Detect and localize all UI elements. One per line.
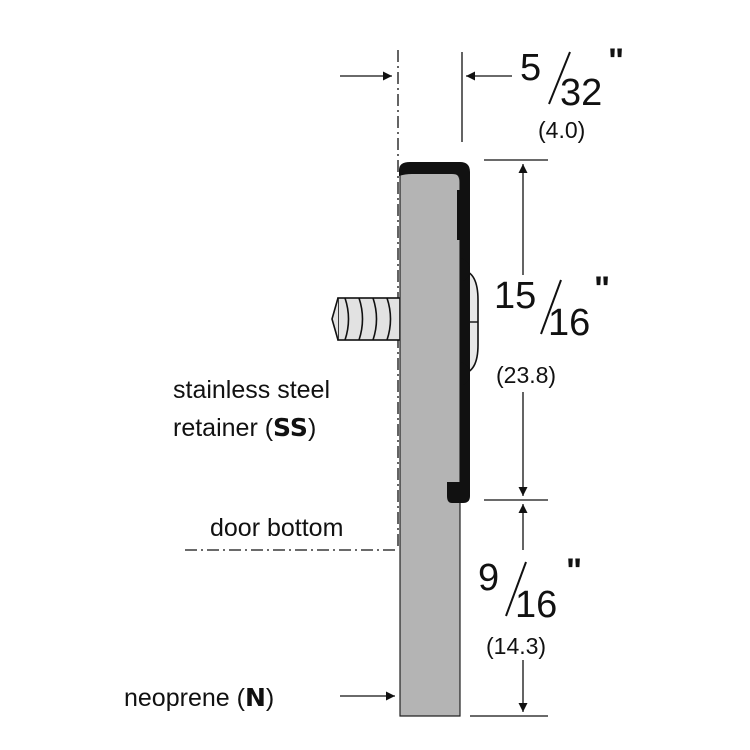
- screw: [331, 297, 401, 341]
- label-neoprene: neoprene (N): [124, 683, 274, 712]
- retainer-bead-lower: [461, 362, 470, 386]
- label-retainer-line1: stainless steel: [173, 376, 330, 404]
- dim-retainer-height-denominator: 16: [548, 302, 590, 344]
- screw-threads: [344, 297, 392, 341]
- retainer-web: [447, 176, 470, 503]
- dim-projection-unit: ": [566, 552, 582, 590]
- neoprene-strip: [399, 171, 461, 717]
- screw-tip: [331, 297, 339, 341]
- dim-top-offset-denominator: 32: [560, 72, 602, 114]
- retainer-top-flange: [399, 162, 470, 180]
- retainer-lip: [457, 190, 463, 240]
- dim-projection-denominator: 16: [515, 584, 557, 626]
- dim-retainer-height-metric: (23.8): [496, 362, 556, 388]
- dim-projection-numerator: 9: [478, 557, 499, 599]
- dim-projection-metric: (14.3): [486, 633, 546, 659]
- dim-retainer-height: 15 16 " (23.8): [494, 270, 610, 388]
- dim-retainer-height-numerator: 15: [494, 275, 536, 317]
- dim-top-offset-metric: (4.0): [538, 117, 585, 143]
- dim-top-offset-numerator: 5: [520, 47, 541, 89]
- dim-retainer-height-unit: ": [594, 270, 610, 308]
- stainless-steel-retainer: [399, 162, 470, 503]
- retainer-bead-upper: [461, 258, 470, 282]
- dim-projection-slash: [505, 561, 527, 617]
- dim-top-offset-unit: ": [608, 42, 624, 80]
- dim-top-offset: 5 32 " (4.0): [520, 42, 624, 143]
- label-retainer-line2: retainer (SS): [173, 413, 316, 442]
- dim-top-offset-slash: [548, 51, 571, 105]
- dim-retainer-height-slash: [540, 279, 562, 335]
- dim-neoprene-projection: 9 16 " (14.3): [478, 552, 582, 659]
- retainer-code: SS: [273, 413, 308, 442]
- label-door-bottom: door bottom: [210, 514, 343, 542]
- neoprene-code: N: [245, 683, 266, 712]
